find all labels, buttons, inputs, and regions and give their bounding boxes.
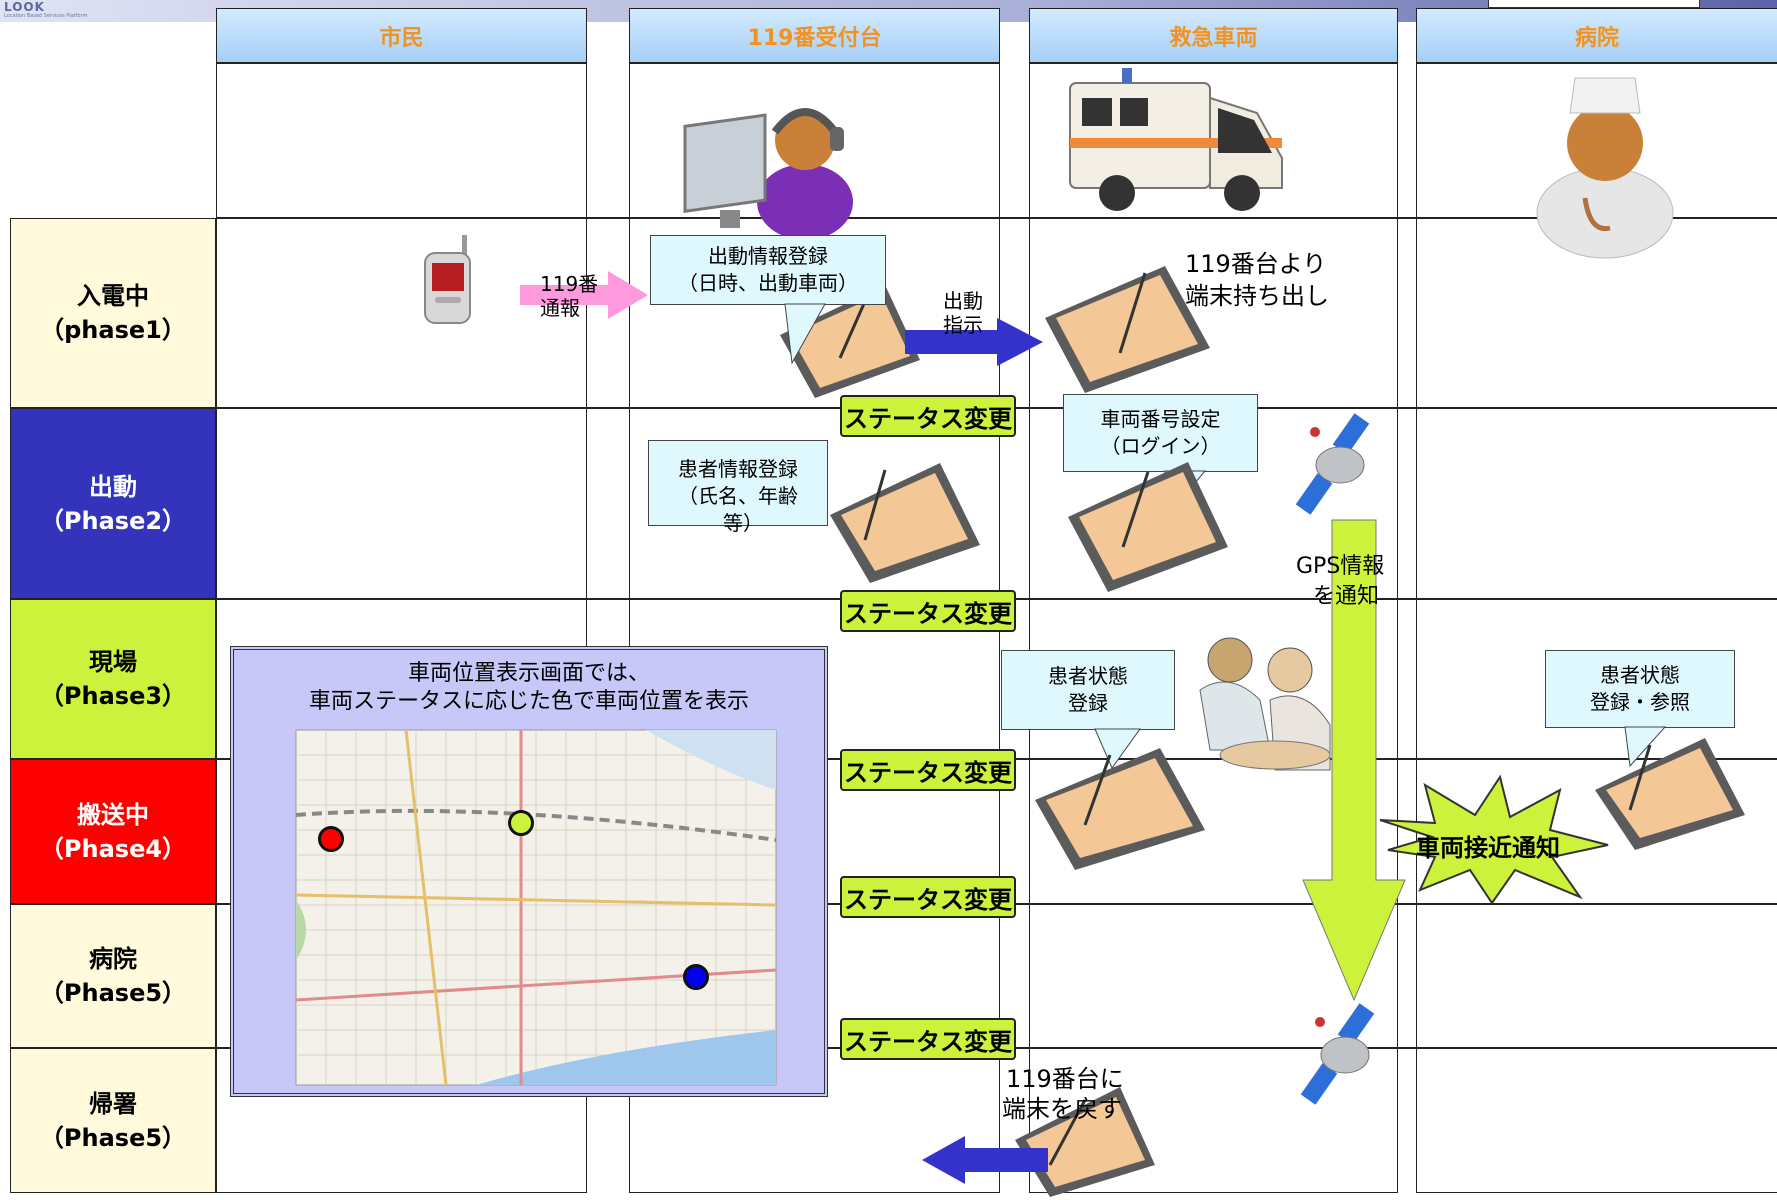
return-label-1: 119番台に (1006, 1065, 1124, 1093)
callout-tail (784, 303, 826, 365)
status-change-badge: ステータス変更 (840, 395, 1016, 437)
tablet-icon (1045, 266, 1210, 393)
row-label-transport: 搬送中 （Phase4） (10, 759, 216, 904)
call-arrow (520, 271, 648, 319)
row-name: 帰署 (89, 1089, 137, 1118)
row-label-hospital: 病院 （Phase5） (10, 904, 216, 1048)
callout-patient-state: 患者状態 登録 (1001, 650, 1175, 730)
row-phase: （Phase4） (39, 834, 187, 863)
call-label-1: 119番 (540, 272, 599, 296)
mobile-phone-icon (424, 235, 471, 324)
status-change-badge: ステータス変更 (840, 749, 1016, 791)
ambulance-icon (1069, 68, 1283, 211)
map-caption-2: 車両ステータスに応じた色で車両位置を表示 (308, 689, 749, 714)
callout-line: 出動情報登録 (708, 244, 828, 268)
return-label-2: 端末を戻す (1002, 1095, 1122, 1123)
callout-line: （氏名、年齢 (678, 484, 798, 508)
row-label-dispatch: 出動 （Phase2） (10, 408, 216, 599)
paramedics-icon (1199, 637, 1331, 771)
operator-icon (683, 108, 853, 240)
row-phase: （Phase3） (39, 682, 187, 710)
row-phase: （Phase2） (39, 506, 187, 535)
tablet-icon (1015, 1087, 1155, 1197)
dispatch-label-1: 出動 (943, 289, 983, 313)
gps-label-1: GPS情報 (1296, 554, 1385, 579)
gps-arrow (1302, 519, 1406, 1002)
row-phase: （Phase5） (39, 1123, 187, 1152)
callout-line: （日時、出動車両） (678, 271, 858, 295)
logo-subtitle: Location Based Services Platform (4, 13, 88, 19)
vehicle-location-map-panel: 車両位置表示画面では、 車両ステータスに応じた色で車両位置を表示 (230, 646, 828, 1097)
callout-line: 登録・参照 (1590, 690, 1690, 714)
callout-line: （ログイン） (1100, 434, 1221, 458)
map-caption-1: 車両位置表示画面では、 (407, 661, 650, 686)
take-terminal-label-1: 119番台より (1185, 250, 1327, 278)
row-phase: （phase1） (40, 316, 186, 344)
tablet-icon (830, 463, 980, 583)
column-citizen (216, 63, 587, 1193)
status-change-badge: ステータス変更 (840, 1018, 1016, 1060)
row-name: 入電中 (77, 282, 149, 310)
callout-patient-info: 患者情報登録 （氏名、年齢 (648, 440, 828, 526)
map-marker-transport (318, 826, 344, 852)
dispatch-label-2: 指示 (943, 313, 983, 337)
status-change-badge: ステータス変更 (840, 590, 1016, 632)
map-marker-scene (508, 810, 534, 836)
city-map (295, 729, 777, 1086)
callout-hospital-patient-state: 患者状態 登録・参照 (1545, 650, 1735, 728)
map-marker-hospital (683, 964, 709, 990)
dispatch-arrow (905, 318, 1043, 366)
top-box (1488, 0, 1700, 8)
column-header-citizen: 市民 (216, 8, 587, 63)
column-hospital (1416, 63, 1777, 1193)
callout-line: 患者状態 (1048, 664, 1128, 688)
approach-notice-burst (1379, 774, 1609, 905)
row-label-incoming: 入電中 （phase1） (10, 218, 216, 408)
callout-line: 車両番号設定 (1100, 407, 1221, 431)
callout-tail (1094, 728, 1141, 770)
row-label-scene: 現場 （Phase3） (10, 599, 216, 759)
column-ambulance (1029, 63, 1398, 1193)
row-name: 病院 (89, 945, 137, 973)
callout-line: 患者状態 (1600, 663, 1680, 687)
approach-notice-label: 車両接近通知 (1416, 834, 1560, 862)
take-terminal-label-2: 端末持ち出し (1185, 282, 1329, 310)
row-name: 出動 (89, 472, 137, 501)
callout-dispatch-registration: 出動情報登録 （日時、出動車両） (650, 235, 886, 305)
status-change-badge: ステータス変更 (840, 876, 1016, 918)
logo: LOOK (4, 0, 45, 14)
call-label-2: 通報 (540, 296, 580, 320)
tablet-icon (1035, 748, 1205, 870)
callout-line: 登録 (1068, 691, 1108, 715)
doctor-icon (1536, 77, 1674, 259)
tablet-icon (1068, 462, 1228, 592)
callout-vehicle-number: 車両番号設定 （ログイン） (1063, 394, 1258, 472)
column-header-ambulance: 救急車両 (1029, 8, 1398, 63)
callout-line: 患者情報登録 (678, 457, 798, 481)
row-divider (216, 217, 1777, 219)
gps-label-2: を通知 (1313, 584, 1380, 609)
row-name: 現場 (89, 648, 137, 676)
column-header-hospital: 病院 (1416, 8, 1777, 63)
satellite-icon (1300, 1003, 1375, 1105)
satellite-icon (1295, 413, 1370, 515)
callout-line: 等） (723, 511, 763, 535)
tablet-icon (1595, 738, 1745, 850)
callout-tail (1624, 726, 1667, 768)
row-phase: （Phase5） (39, 979, 187, 1007)
row-label-return: 帰署 （Phase5） (10, 1048, 216, 1193)
row-name: 搬送中 (77, 800, 149, 829)
column-header-119-desk: 119番受付台 (629, 8, 1000, 63)
return-arrow (922, 1136, 1048, 1184)
